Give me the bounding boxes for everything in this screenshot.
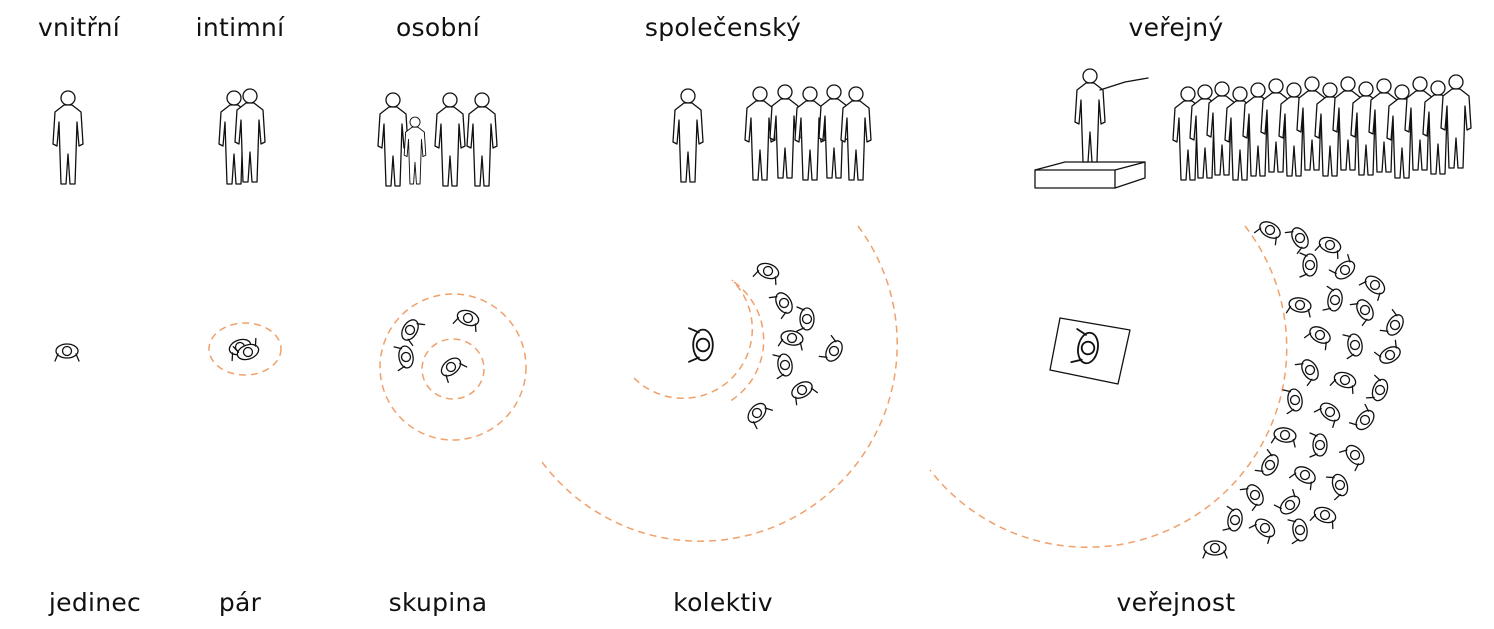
standing-couple [218,88,266,185]
label-public: veřejnost [1116,588,1236,617]
label-public-space: veřejný [1128,13,1224,42]
speaker-on-podium [1034,68,1149,189]
topview-group [393,306,483,384]
intimate-ring [208,322,282,376]
standing-group [377,92,498,187]
standing-crowd [1172,74,1472,181]
standing-collective [672,84,872,183]
label-personal-space: osobní [395,13,481,42]
topview-individual [54,343,80,362]
label-inner-space: vnitřní [37,13,121,42]
personal-ring-outer [379,293,527,441]
label-group: skupina [388,588,488,617]
label-collective: kolektiv [673,588,773,617]
podium-topview [1049,317,1131,385]
public-ring [929,225,1288,548]
label-individual: jedinec [48,588,142,617]
topview-collective [688,259,847,430]
standing-individual [52,90,84,185]
topview-couple [225,335,263,364]
social-ring-outer [541,225,898,542]
social-ring-inner [633,279,754,400]
personal-ring-inner [421,338,485,400]
topview-crowd [1202,217,1408,559]
social-ring-inner-b [726,281,765,404]
label-social-space: společenský [644,13,802,42]
label-pair: pár [218,588,262,617]
label-intimate-space: intimní [195,13,285,42]
